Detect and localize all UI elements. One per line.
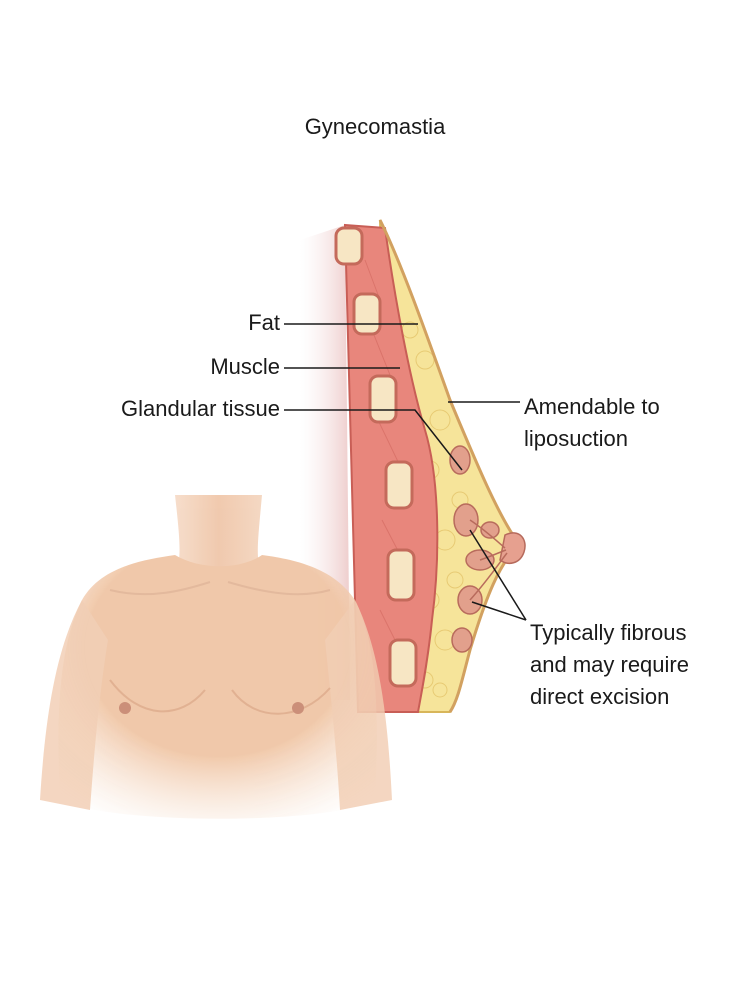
leader-lines xyxy=(284,323,527,621)
nipple xyxy=(499,532,526,565)
label-muscle: Muscle xyxy=(210,354,280,379)
diagram-title: Gynecomastia xyxy=(304,114,446,139)
label-fat: Fat xyxy=(248,310,280,335)
left-arm xyxy=(40,600,108,810)
right-nipple-torso xyxy=(292,702,304,714)
right-arm xyxy=(325,600,392,810)
left-nipple-torso xyxy=(119,702,131,714)
leader-fibrous-b xyxy=(471,601,527,621)
label-fibrous-line1: Typically fibrous xyxy=(530,620,687,645)
label-fibrous-line2: and may require xyxy=(530,652,689,677)
label-amendable-line1: Amendable to xyxy=(524,394,660,419)
chest-shading xyxy=(109,679,331,715)
torso xyxy=(40,495,392,819)
label-fibrous-line3: direct excision xyxy=(530,684,670,709)
label-amendable-line2: liposuction xyxy=(524,426,628,451)
leader-fibrous-a xyxy=(469,529,527,621)
label-glandular-tissue: Glandular tissue xyxy=(121,396,280,421)
collarbones xyxy=(109,581,331,596)
ducts xyxy=(469,519,508,601)
leader-glandular xyxy=(284,409,463,471)
skin-outline xyxy=(378,219,523,713)
torso-body xyxy=(58,555,377,819)
neck xyxy=(175,495,262,575)
